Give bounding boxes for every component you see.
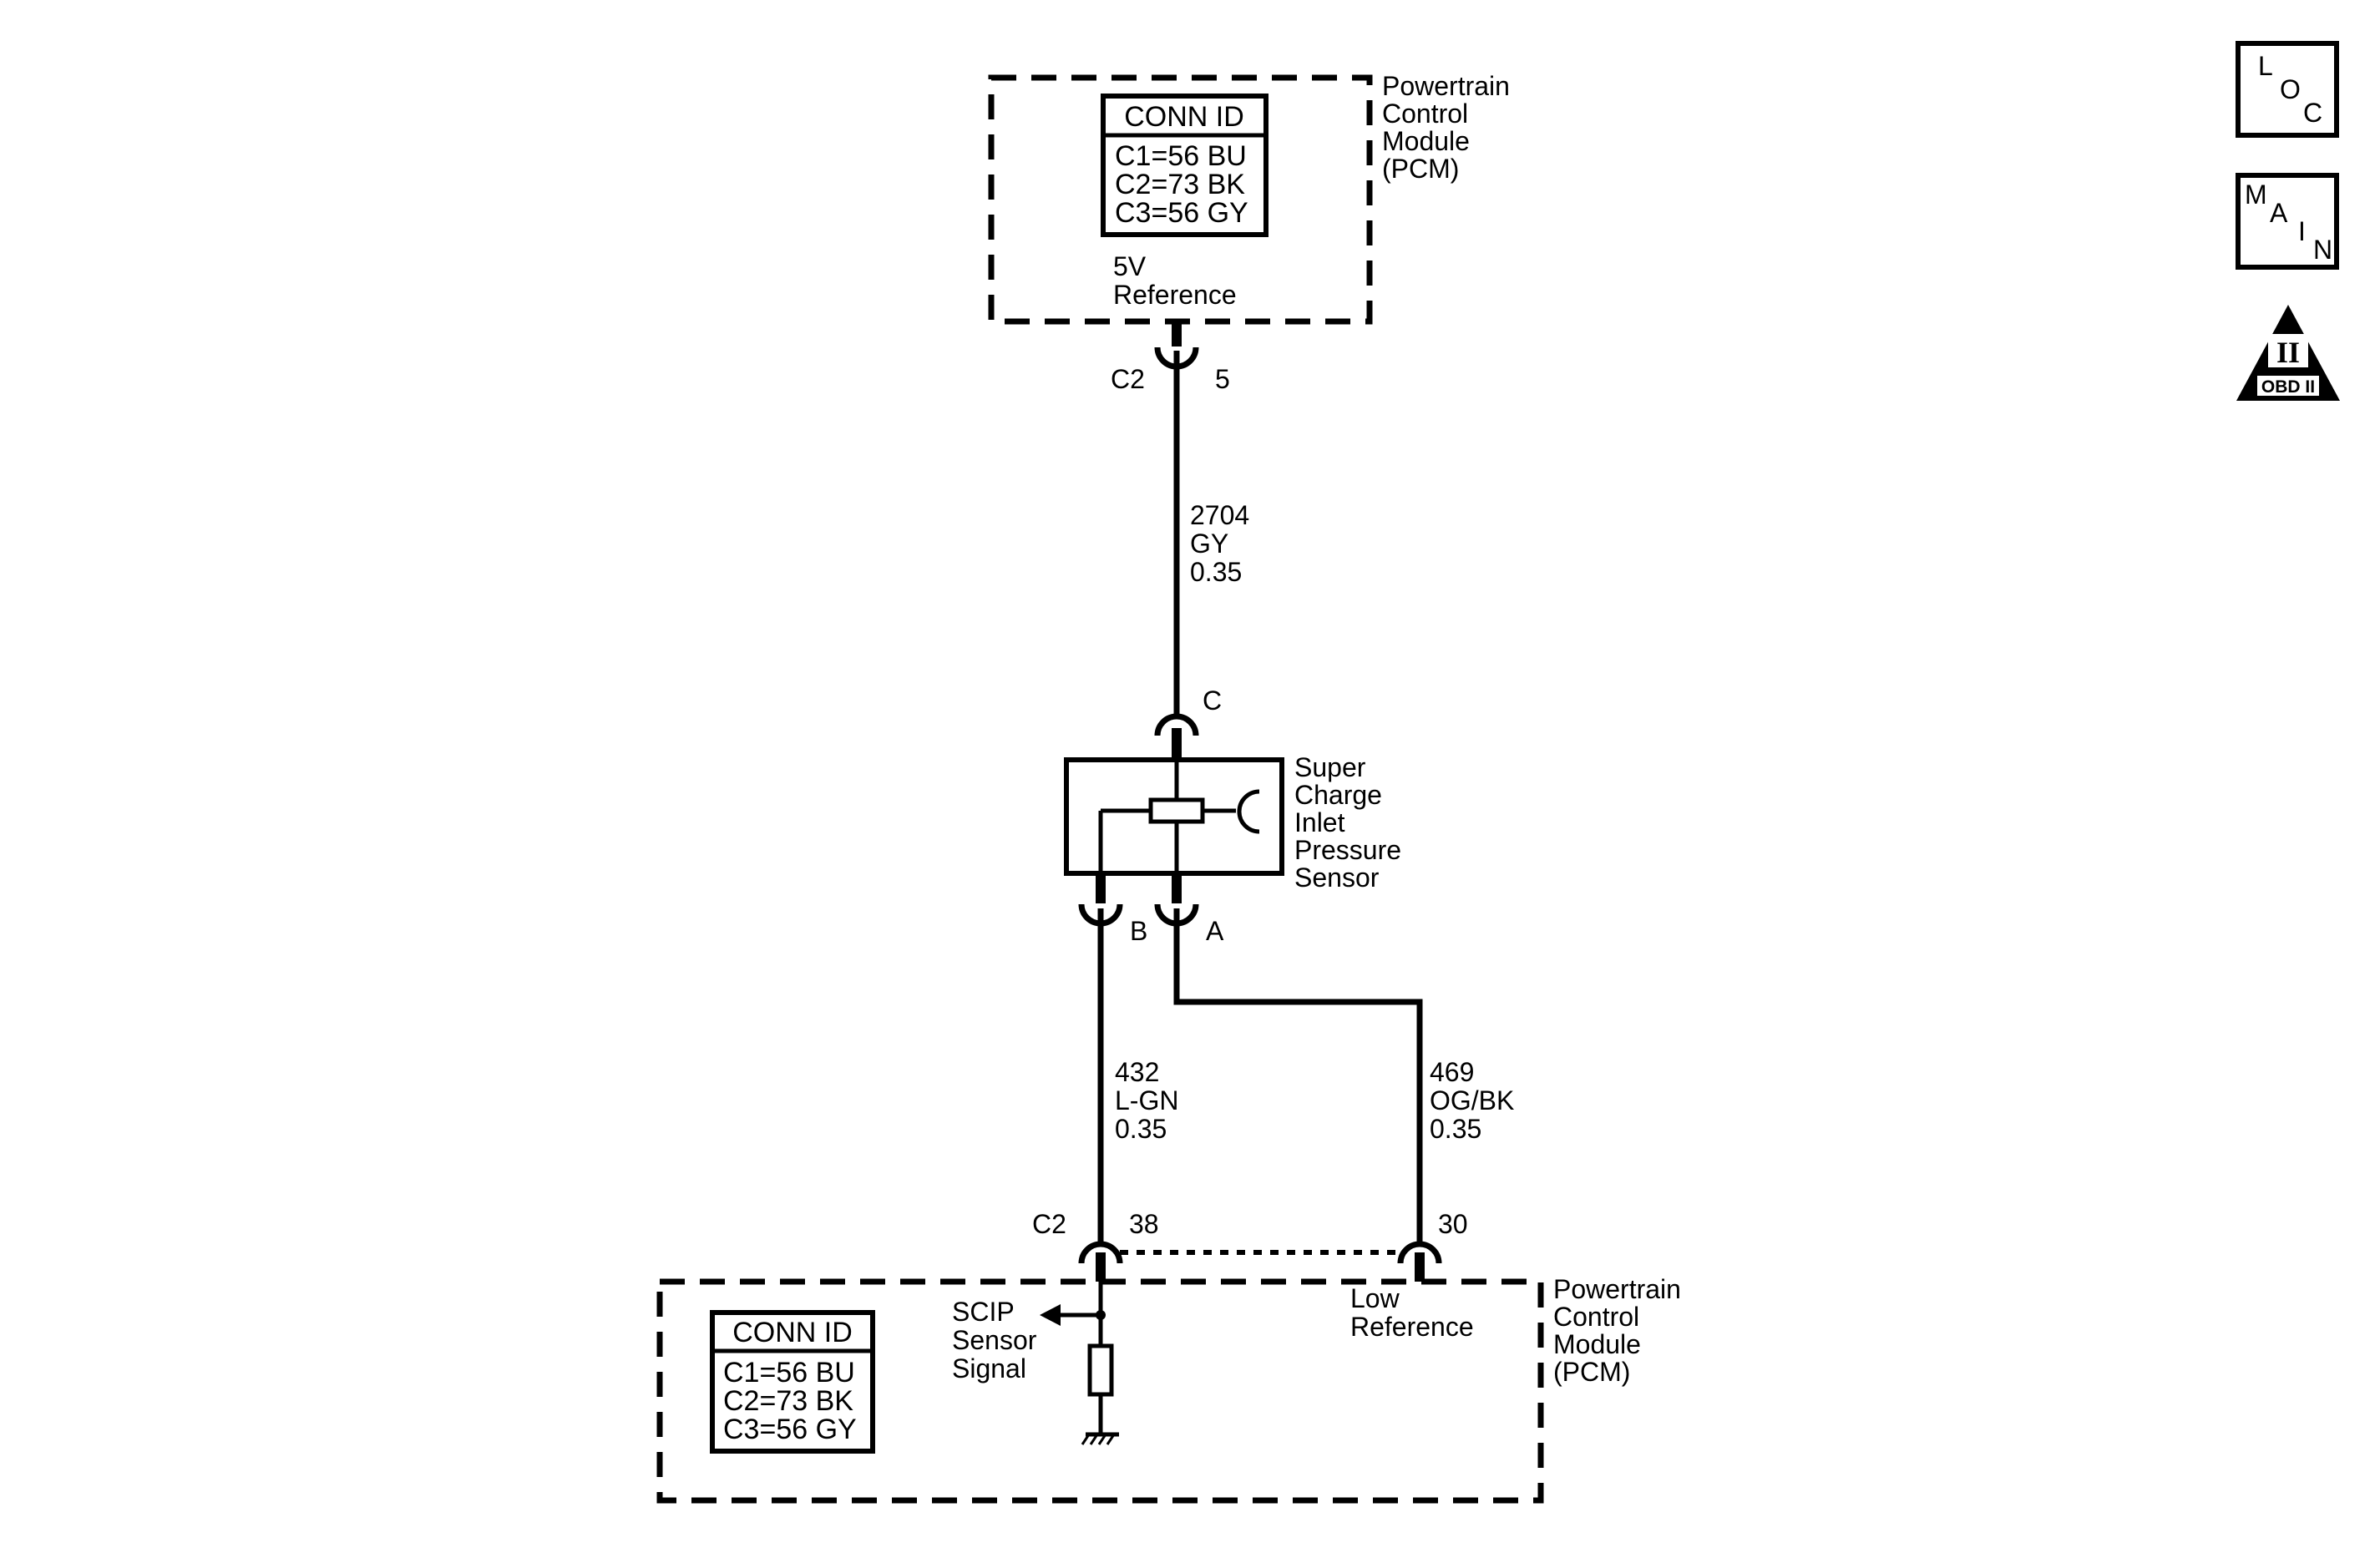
pcm-bottom-boundary xyxy=(656,1278,1544,1504)
pcm-top-conn-id-box xyxy=(1101,94,1268,237)
pcm-top-connector-label: C2 xyxy=(1111,364,1145,394)
scip-sensor: C Super Charge Inlet Pressure Sensor B A xyxy=(1064,685,1401,946)
pcm-top-terminal-label-line-1: 5V xyxy=(1113,251,1147,281)
loc-letter-c: C xyxy=(2303,98,2322,128)
wire-469: 469 OG/BK 0.35 xyxy=(1173,908,1514,1244)
pcm-top-conn-id-header: CONN ID xyxy=(1124,101,1244,133)
main-letter-a: A xyxy=(2270,198,2288,228)
loc-letter-l: L xyxy=(2258,51,2273,81)
loc-letter-o: O xyxy=(2280,74,2301,104)
pcm-top-name-line-3: Module xyxy=(1382,126,1470,156)
pcm-bottom-pin-30-connector xyxy=(1397,1241,1442,1264)
signal-arrow-icon xyxy=(1040,1304,1061,1326)
ground-icon xyxy=(1081,1432,1119,1445)
sensor-name-line-1: Super xyxy=(1294,752,1366,782)
obd-ii-button[interactable]: II OBD II xyxy=(2236,305,2340,401)
scip-signal-label-line-1: SCIP xyxy=(952,1297,1015,1327)
wire-469-circuit: 469 xyxy=(1430,1057,1474,1087)
sensor-name-line-3: Inlet xyxy=(1294,807,1345,837)
sensor-pin-a-label: A xyxy=(1206,916,1224,946)
wire-469-gauge: 0.35 xyxy=(1430,1114,1481,1144)
pcm-top-name-line-2: Control xyxy=(1382,99,1468,129)
pcm-bottom-conn-id-row-2: C2=73 BK xyxy=(723,1385,853,1417)
wire-2704-circuit: 2704 xyxy=(1190,500,1249,530)
sensor-element xyxy=(1148,797,1205,824)
wire-469-line xyxy=(1173,908,1423,1244)
wire-2704: 2704 GY 0.35 xyxy=(1173,351,1249,716)
pcm-top-conn-id-row-2: C2=73 BK xyxy=(1115,169,1245,200)
scip-signal-label-line-2: Sensor xyxy=(952,1325,1037,1355)
sensor-pin-b-label: B xyxy=(1130,916,1147,946)
obd-label: OBD II xyxy=(2261,377,2315,397)
pcm-bottom-pin-30-label: 30 xyxy=(1438,1209,1468,1239)
pcm-bottom-conn-id-row-1: C1=56 BU xyxy=(723,1357,855,1389)
pcm-top-terminal-label-line-2: Reference xyxy=(1113,280,1237,310)
pcm-top-name: Powertrain Control Module (PCM) xyxy=(1382,71,1510,184)
pcm-bottom-name-line-4: (PCM) xyxy=(1553,1357,1630,1387)
pcm-bottom-name-line-1: Powertrain xyxy=(1553,1274,1681,1304)
wire-432-circuit: 432 xyxy=(1115,1057,1159,1087)
wire-432: 432 L-GN 0.35 xyxy=(1097,908,1178,1244)
wire-432-color: L-GN xyxy=(1115,1085,1178,1115)
pcm-top-conn-id-row-1: C1=56 BU xyxy=(1115,140,1247,172)
scip-signal-label-line-3: Signal xyxy=(952,1353,1026,1383)
sensor-name-line-5: Sensor xyxy=(1294,862,1380,893)
pcm-top-module: Powertrain Control Module (PCM) CONN ID … xyxy=(988,71,1510,394)
pcm-bottom-module: Powertrain Control Module (PCM) CONN ID … xyxy=(656,1274,1681,1504)
main-letter-m: M xyxy=(2245,180,2267,210)
pcm-bottom-name: Powertrain Control Module (PCM) xyxy=(1553,1274,1681,1387)
sensor-pin-c-label: C xyxy=(1203,685,1222,716)
pcm-bottom-conn-id-row-3: C3=56 GY xyxy=(723,1414,857,1445)
pcm-top-conn-id-table: CONN ID C1=56 BU C2=73 BK C3=56 GY xyxy=(1101,94,1268,237)
wire-469-color: OG/BK xyxy=(1430,1085,1514,1115)
pcm-top-name-line-1: Powertrain xyxy=(1382,71,1510,101)
obd-numeral: II xyxy=(2276,336,2300,369)
wire-2704-gauge: 0.35 xyxy=(1190,557,1242,587)
pcm-bottom-connector-c2: C2 38 30 xyxy=(1032,1209,1468,1282)
wire-2704-color: GY xyxy=(1190,529,1228,559)
main-button[interactable]: M A I N xyxy=(2236,173,2339,270)
pcm-top-name-line-4: (PCM) xyxy=(1382,154,1459,184)
pull-down-resistor xyxy=(1087,1343,1114,1397)
pcm-bottom-name-line-2: Control xyxy=(1553,1302,1639,1332)
pcm-bottom-pin-38-connector xyxy=(1078,1241,1123,1264)
wire-432-gauge: 0.35 xyxy=(1115,1114,1167,1144)
pcm-top-conn-id-row-3: C3=56 GY xyxy=(1115,197,1248,229)
sensor-name-line-2: Charge xyxy=(1294,780,1382,810)
loc-button[interactable]: L O C xyxy=(2236,41,2339,138)
sensor-name: Super Charge Inlet Pressure Sensor xyxy=(1294,752,1401,893)
main-letter-i: I xyxy=(2298,216,2306,246)
pcm-bottom-conn-id-table: CONN ID C1=56 BU C2=73 BK C3=56 GY xyxy=(710,1310,875,1454)
main-letter-n: N xyxy=(2313,235,2332,265)
low-reference-label-line-1: Low xyxy=(1350,1283,1400,1313)
pcm-bottom-name-line-3: Module xyxy=(1553,1329,1641,1359)
low-reference-label-line-2: Reference xyxy=(1350,1312,1474,1342)
sensor-pressure-port-icon xyxy=(1237,789,1260,834)
pcm-bottom-connector-label: C2 xyxy=(1032,1209,1066,1239)
pcm-bottom-conn-id-box xyxy=(710,1310,875,1454)
sensor-pin-c-connector xyxy=(1154,713,1199,736)
sensor-name-line-4: Pressure xyxy=(1294,835,1401,865)
pcm-top-pin-label: 5 xyxy=(1215,364,1230,394)
pcm-bottom-conn-id-header: CONN ID xyxy=(732,1317,853,1348)
pcm-bottom-pin-38-label: 38 xyxy=(1129,1209,1159,1239)
